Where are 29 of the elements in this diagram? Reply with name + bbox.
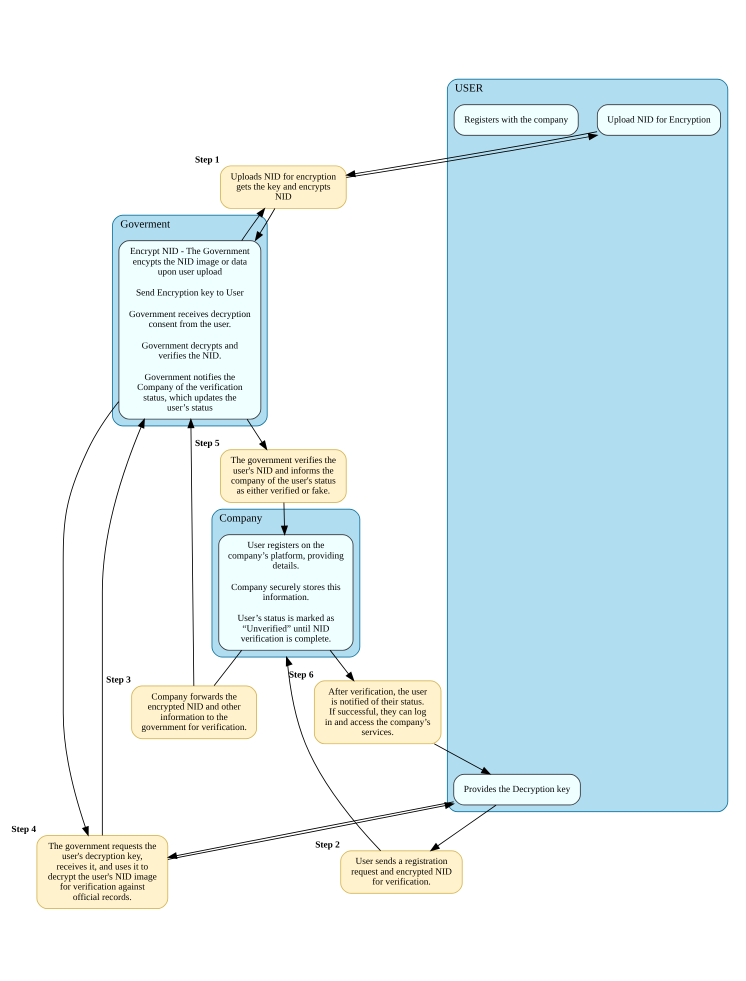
arrow [62,401,120,837]
node-label: Step 5 [194,439,220,450]
connector [214,650,242,686]
arrow [241,207,266,241]
arrow [187,418,195,686]
node-label: Step 4 [11,824,36,835]
node-box: After verification, the user is notified of their status. If successful, they can log in and access the company’s services. [314,680,442,744]
node-box: Upload NID for Encryption [596,104,721,136]
node-box: The government verifies the user's NID and informs the company of the user's status as either verified or fake. [220,449,347,503]
node-label: Step 6 [288,670,314,680]
arrow [434,743,492,775]
arrow [430,804,497,852]
arrow [246,418,268,451]
arrow [330,650,355,682]
node-box: Registers with the company [454,104,579,136]
node-label: Step 1 [194,155,220,166]
arrow [286,656,382,852]
node-box: Uploads NID for encryption gets the key and encrypts NID [220,165,347,209]
node-box: The government requests the user's decryption key, receives it, and uses it to decrypt the user's NID image for verification against official records. [36,835,168,910]
arrow [254,208,276,242]
node-label: Step 3 [106,675,131,686]
node-box: Encrypt NID - The Government encypts the NID image or data upon user upload Send Encryption key to User Government receives decryption consent from the user. Government decrypts and verifies the NID. Government notifies the Company of the verification status, which updates the user’s status [118,240,262,420]
node-label: Step 2 [315,840,340,850]
node-box: Provides the Decryption key [453,774,581,806]
node-box: User sends a registration request and encrypted NID for verification. [340,850,463,894]
node-box: User registers on the company’s platform, providing details. Company securely stores this information. User’s status is marked as “Unverified” until NID verification is complete. [218,534,354,651]
arrow [280,502,288,536]
arrow [102,418,145,836]
node-box: Company forwards the encrypted NID and other information to the government for verification. [131,686,257,740]
